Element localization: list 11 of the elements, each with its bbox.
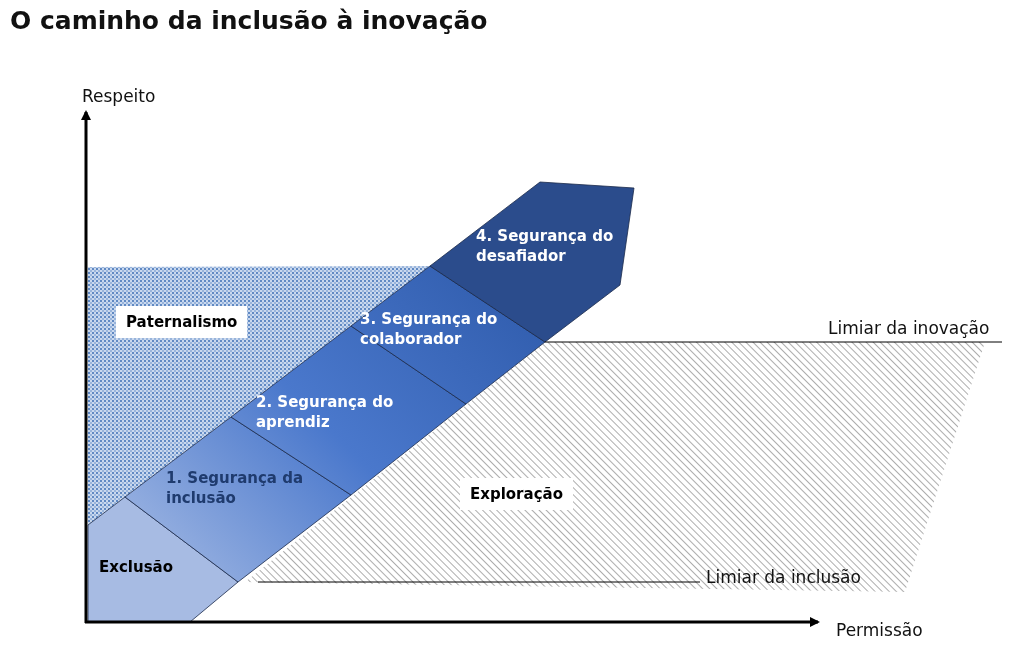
region-label: 3. Segurança do colaborador — [360, 309, 499, 350]
region-label: Paternalismo — [126, 312, 238, 333]
threshold-label: Limiar da inclusão — [706, 567, 861, 587]
axis-label: Permissão — [836, 620, 923, 640]
title: O caminho da inclusão à inovação — [10, 6, 488, 35]
region-label: Exclusão — [99, 557, 173, 578]
region-label: 2. Segurança do aprendiz — [256, 392, 395, 433]
region-label: 4. Segurança do desafiador — [476, 226, 615, 267]
region-label: Exploração — [470, 484, 563, 505]
axis-label: Respeito — [82, 86, 156, 106]
region-label: 1. Segurança da inclusão — [166, 468, 305, 509]
